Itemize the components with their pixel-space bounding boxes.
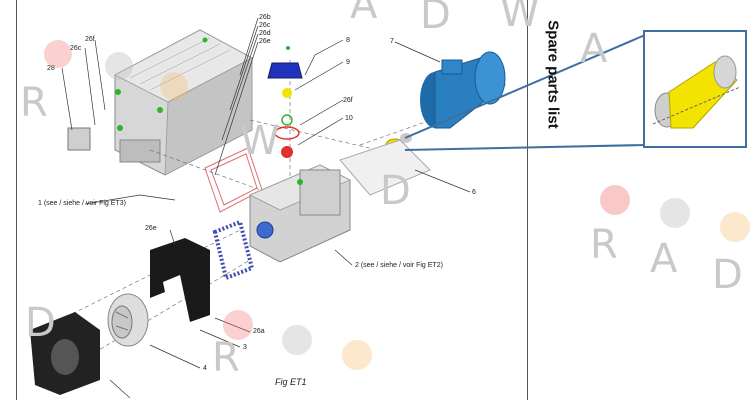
fan-cover xyxy=(150,238,210,322)
coupling-zoom-drawing xyxy=(652,55,741,129)
zoom-callout-lines xyxy=(404,34,646,151)
label-26f-right: 26f xyxy=(343,97,353,104)
figure-caption: Fig ET1 xyxy=(275,377,307,387)
spare-parts-title-text: Spare parts list xyxy=(544,20,562,129)
fan xyxy=(107,293,149,347)
watermark-dot xyxy=(600,185,630,215)
label-10: 10 xyxy=(345,115,353,122)
note-fig-et2: 2 (see / siehe / voir Fig ET2) xyxy=(355,262,443,269)
spare-parts-title: Spare parts list xyxy=(522,4,562,154)
fan-guard xyxy=(30,312,100,395)
label-4: 4 xyxy=(203,365,207,372)
label-9: 9 xyxy=(346,59,350,66)
watermark-dot xyxy=(105,52,133,80)
filter-frame xyxy=(212,219,255,281)
watermark-dot xyxy=(660,198,690,228)
label-26e-bottom: 26e xyxy=(145,225,157,232)
label-3: 3 xyxy=(243,344,247,351)
compressor-housing xyxy=(114,29,253,176)
watermark-dot xyxy=(282,325,312,355)
note-fig-et3: 1 (see / siehe / voir Fig ET3) xyxy=(38,200,126,207)
label-26f-left: 26f xyxy=(85,36,95,43)
pump-body xyxy=(249,164,351,263)
coupling-zoom-box xyxy=(643,30,747,148)
label-26c-left: 26c xyxy=(70,45,82,52)
watermark-dot xyxy=(342,340,372,370)
motor xyxy=(420,51,506,129)
label-26c-top: 26c xyxy=(259,22,271,29)
watermark-dot xyxy=(223,310,253,340)
label-8: 8 xyxy=(346,37,350,44)
label-28: 28 xyxy=(47,65,55,72)
cover-plate xyxy=(339,139,431,196)
label-26e-top: 26e xyxy=(259,38,271,45)
label-26d: 26d xyxy=(259,30,271,37)
label-26a: 26a xyxy=(253,328,265,335)
label-7: 7 xyxy=(390,38,394,45)
label-26b: 26b xyxy=(259,14,271,21)
watermark-dot xyxy=(720,212,750,242)
leader-lines xyxy=(61,17,471,399)
watermark-dot xyxy=(160,72,188,100)
valve-stack xyxy=(267,46,303,158)
part-28 xyxy=(67,127,91,151)
label-6: 6 xyxy=(472,189,476,196)
watermark-dot xyxy=(44,40,72,68)
